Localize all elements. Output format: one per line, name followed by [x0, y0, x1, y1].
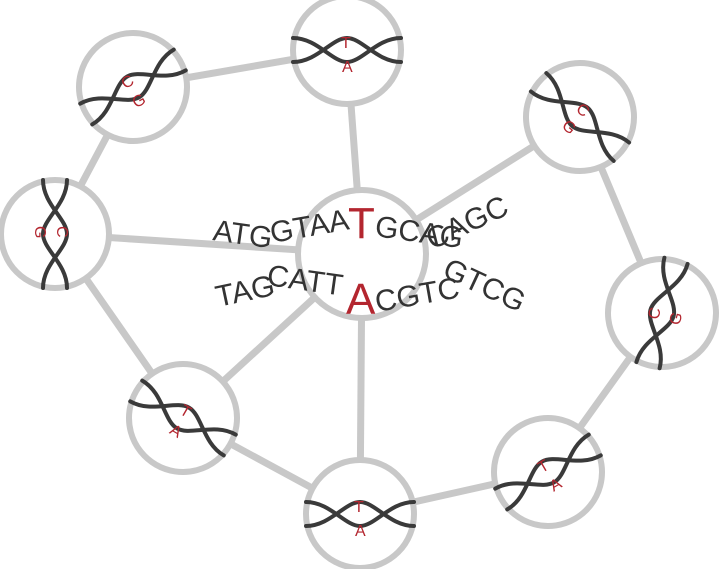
strand — [647, 261, 690, 371]
strand — [78, 47, 176, 106]
dna-node: C G — [605, 255, 719, 371]
top-strand-part-4: CAGC — [421, 190, 514, 257]
center-node-circle — [295, 187, 429, 321]
center-node: ATG GTAA T GCAG CAGC TAG CATT A CGTC GTC… — [211, 187, 531, 324]
strand — [528, 89, 616, 163]
bottom-strand-part-4: GTCG — [438, 252, 530, 319]
strand — [40, 178, 69, 290]
strand — [128, 399, 226, 458]
node-circle — [0, 177, 112, 291]
top-strand-part-1: ATG — [211, 214, 274, 255]
node-circle — [523, 60, 637, 174]
strand — [505, 453, 603, 512]
dna-node: C G — [76, 30, 190, 144]
strand — [41, 178, 70, 290]
strand — [304, 500, 416, 529]
base-bottom: A — [342, 59, 353, 76]
base-top: C — [645, 306, 664, 322]
dna-node: T A — [303, 457, 417, 569]
base-bottom: G — [667, 311, 687, 327]
dna-node: T A — [126, 361, 240, 475]
strand — [90, 68, 188, 127]
bottom-strand-highlight-base: A — [346, 275, 376, 324]
base-top: C — [53, 226, 70, 238]
node-circle — [605, 256, 719, 370]
strand — [140, 378, 238, 437]
base-bottom: A — [355, 523, 366, 540]
node-circle — [303, 457, 417, 569]
strand — [291, 35, 403, 64]
dna-node: C G — [0, 177, 112, 291]
base-top: T — [354, 499, 364, 516]
strand — [634, 255, 677, 365]
node-circle — [290, 0, 404, 107]
dna-node: T A — [491, 415, 605, 529]
base-top: T — [341, 35, 351, 52]
strand — [544, 71, 632, 145]
strand — [493, 432, 591, 491]
top-strand-highlight-base: T — [348, 199, 375, 248]
base-bottom: G — [31, 226, 48, 238]
strand — [304, 499, 416, 528]
strand — [291, 36, 403, 65]
dna-node: C G — [523, 60, 637, 174]
dna-node: T A — [290, 0, 404, 107]
